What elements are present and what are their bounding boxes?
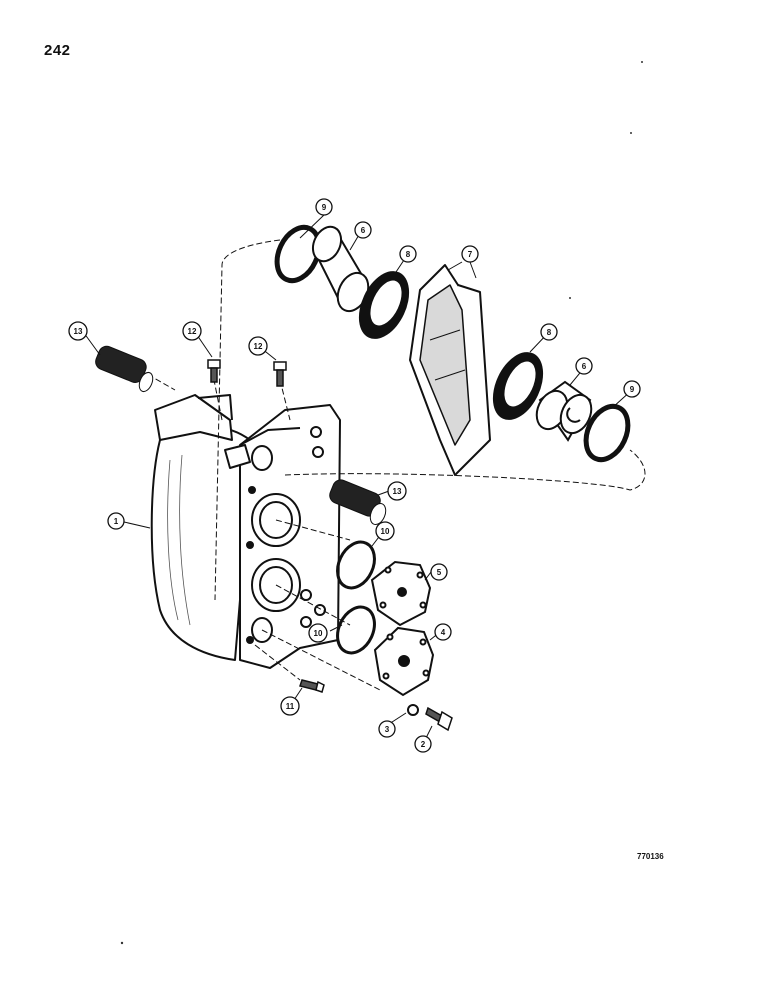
svg-text:10: 10 — [314, 629, 323, 638]
callout-5: 5 — [430, 563, 448, 581]
callout-13-right: 13 — [387, 481, 407, 501]
callout-1: 1 — [107, 512, 125, 530]
svg-text:8: 8 — [547, 328, 552, 337]
callout-7: 7 — [461, 245, 479, 263]
svg-text:2: 2 — [421, 740, 426, 749]
svg-text:1: 1 — [114, 517, 119, 526]
callout-9-bottom: 9 — [623, 380, 641, 398]
callout-6-bottom: 6 — [575, 357, 593, 375]
bolt-2 — [425, 706, 453, 732]
svg-text:12: 12 — [188, 327, 197, 336]
piston-6-bottom — [535, 380, 593, 442]
svg-text:11: 11 — [286, 702, 295, 711]
seal-ring-9-bottom — [583, 403, 631, 463]
callout-2: 2 — [414, 735, 432, 753]
dust-seal-8-bottom — [492, 352, 544, 420]
svg-text:6: 6 — [361, 226, 366, 235]
callout-13-left: 13 — [68, 321, 88, 341]
speck — [120, 941, 124, 945]
brake-pads-7 — [409, 264, 491, 476]
o-ring-10-top — [336, 540, 376, 590]
svg-text:13: 13 — [393, 487, 402, 496]
callout-9-top: 9 — [315, 198, 333, 216]
end-cover-4 — [373, 626, 435, 697]
svg-text:10: 10 — [381, 527, 390, 536]
assembly-dashed-lines — [139, 239, 646, 691]
washer-3 — [407, 704, 419, 716]
housing-shading — [167, 454, 191, 626]
piston-6-top — [311, 225, 370, 313]
speck — [630, 132, 632, 134]
callout-3: 3 — [378, 720, 396, 738]
svg-text:5: 5 — [437, 568, 442, 577]
svg-text:9: 9 — [322, 203, 327, 212]
end-cover-5 — [370, 560, 432, 627]
callout-12-right: 12 — [248, 336, 268, 356]
callout-10-top: 10 — [375, 521, 395, 541]
svg-text:13: 13 — [74, 327, 83, 336]
svg-text:7: 7 — [468, 250, 473, 259]
guide-pin-13-left — [95, 345, 154, 393]
svg-text:9: 9 — [630, 385, 635, 394]
svg-text:3: 3 — [385, 725, 390, 734]
svg-text:8: 8 — [406, 250, 411, 259]
callout-10-bottom: 10 — [308, 623, 328, 643]
speck — [569, 297, 571, 299]
svg-text:6: 6 — [582, 362, 587, 371]
svg-text:12: 12 — [254, 342, 263, 351]
bleeder-screw-11 — [299, 679, 325, 693]
callout-8-top: 8 — [399, 245, 417, 263]
svg-text:4: 4 — [441, 628, 446, 637]
guide-pin-13-right — [329, 479, 387, 526]
callout-4: 4 — [434, 623, 452, 641]
callout-11: 11 — [280, 696, 300, 716]
callout-8-bottom: 8 — [540, 323, 558, 341]
speck — [641, 61, 643, 63]
callout-12-left: 12 — [182, 321, 202, 341]
dust-seal-8-top — [358, 271, 410, 339]
figure-code: 770136 — [637, 852, 664, 861]
o-ring-10-bottom — [336, 605, 376, 655]
caliper-housing — [150, 394, 341, 669]
callout-6-top: 6 — [354, 221, 372, 239]
bolt-12-right — [273, 361, 287, 387]
bolt-12-left — [207, 359, 221, 383]
page-number: 242 — [44, 42, 71, 59]
